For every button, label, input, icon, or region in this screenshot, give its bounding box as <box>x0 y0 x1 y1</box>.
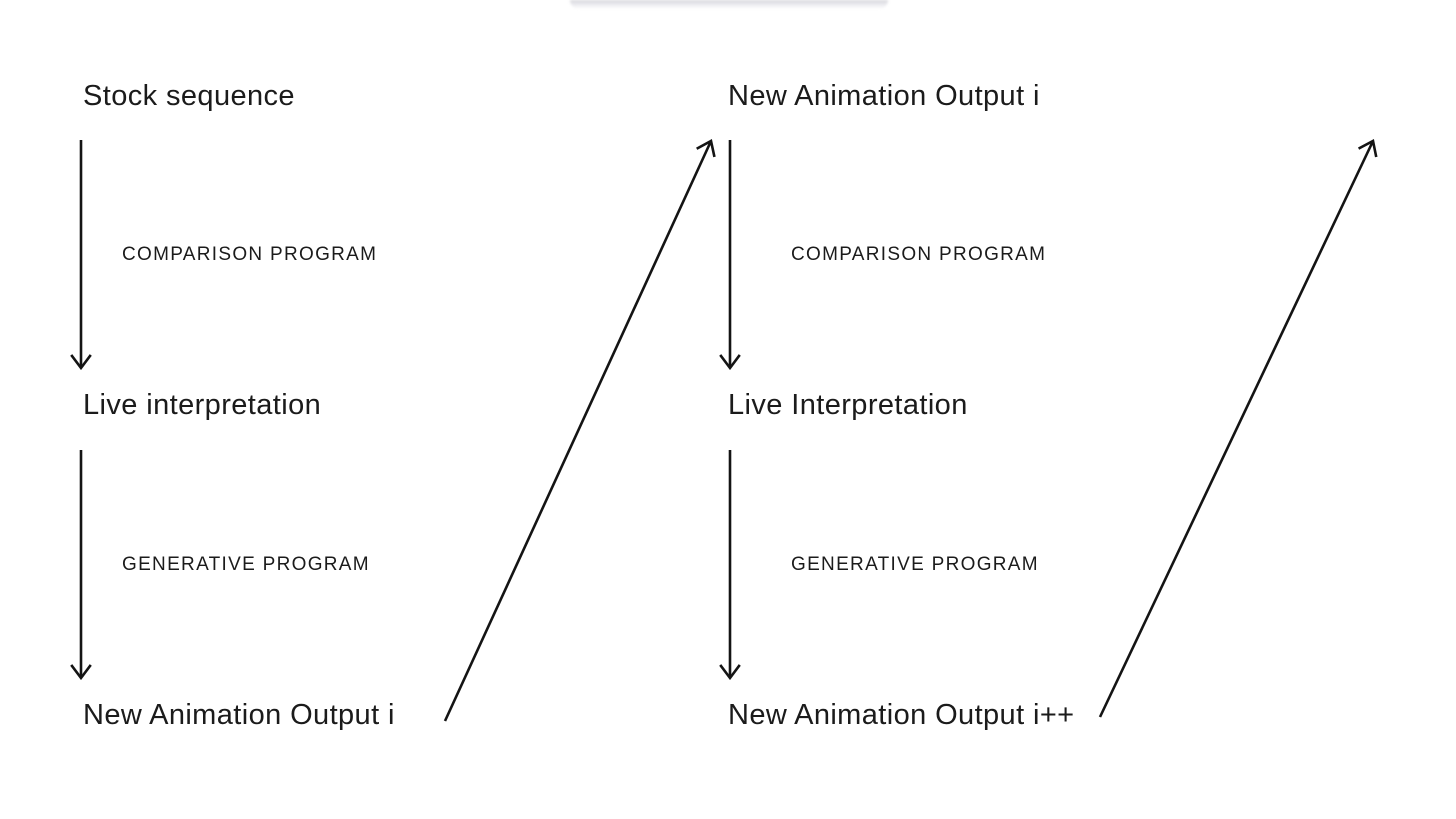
node-stock-sequence: Stock sequence <box>83 80 295 112</box>
node-live-interpretation-2: Live Interpretation <box>728 389 968 421</box>
arrow-feedback-iteration2 <box>1098 139 1378 718</box>
node-new-animation-output-i-plus-plus: New Animation Output i++ <box>728 699 1075 731</box>
node-new-animation-output-i: New Animation Output i <box>83 699 395 731</box>
arrow-feedback-iteration1 <box>443 139 716 722</box>
edge-label-comparison-program-1: COMPARISON PROGRAM <box>122 244 378 265</box>
node-live-interpretation-1: Live interpretation <box>83 389 322 421</box>
edge-label-comparison-program-2: COMPARISON PROGRAM <box>791 244 1047 265</box>
edge-label-generative-program-2: GENERATIVE PROGRAM <box>791 554 1039 575</box>
scrolled-element-shadow <box>570 0 888 9</box>
edge-label-generative-program-1: GENERATIVE PROGRAM <box>122 554 370 575</box>
node-new-animation-output-i-top: New Animation Output i <box>728 80 1040 112</box>
